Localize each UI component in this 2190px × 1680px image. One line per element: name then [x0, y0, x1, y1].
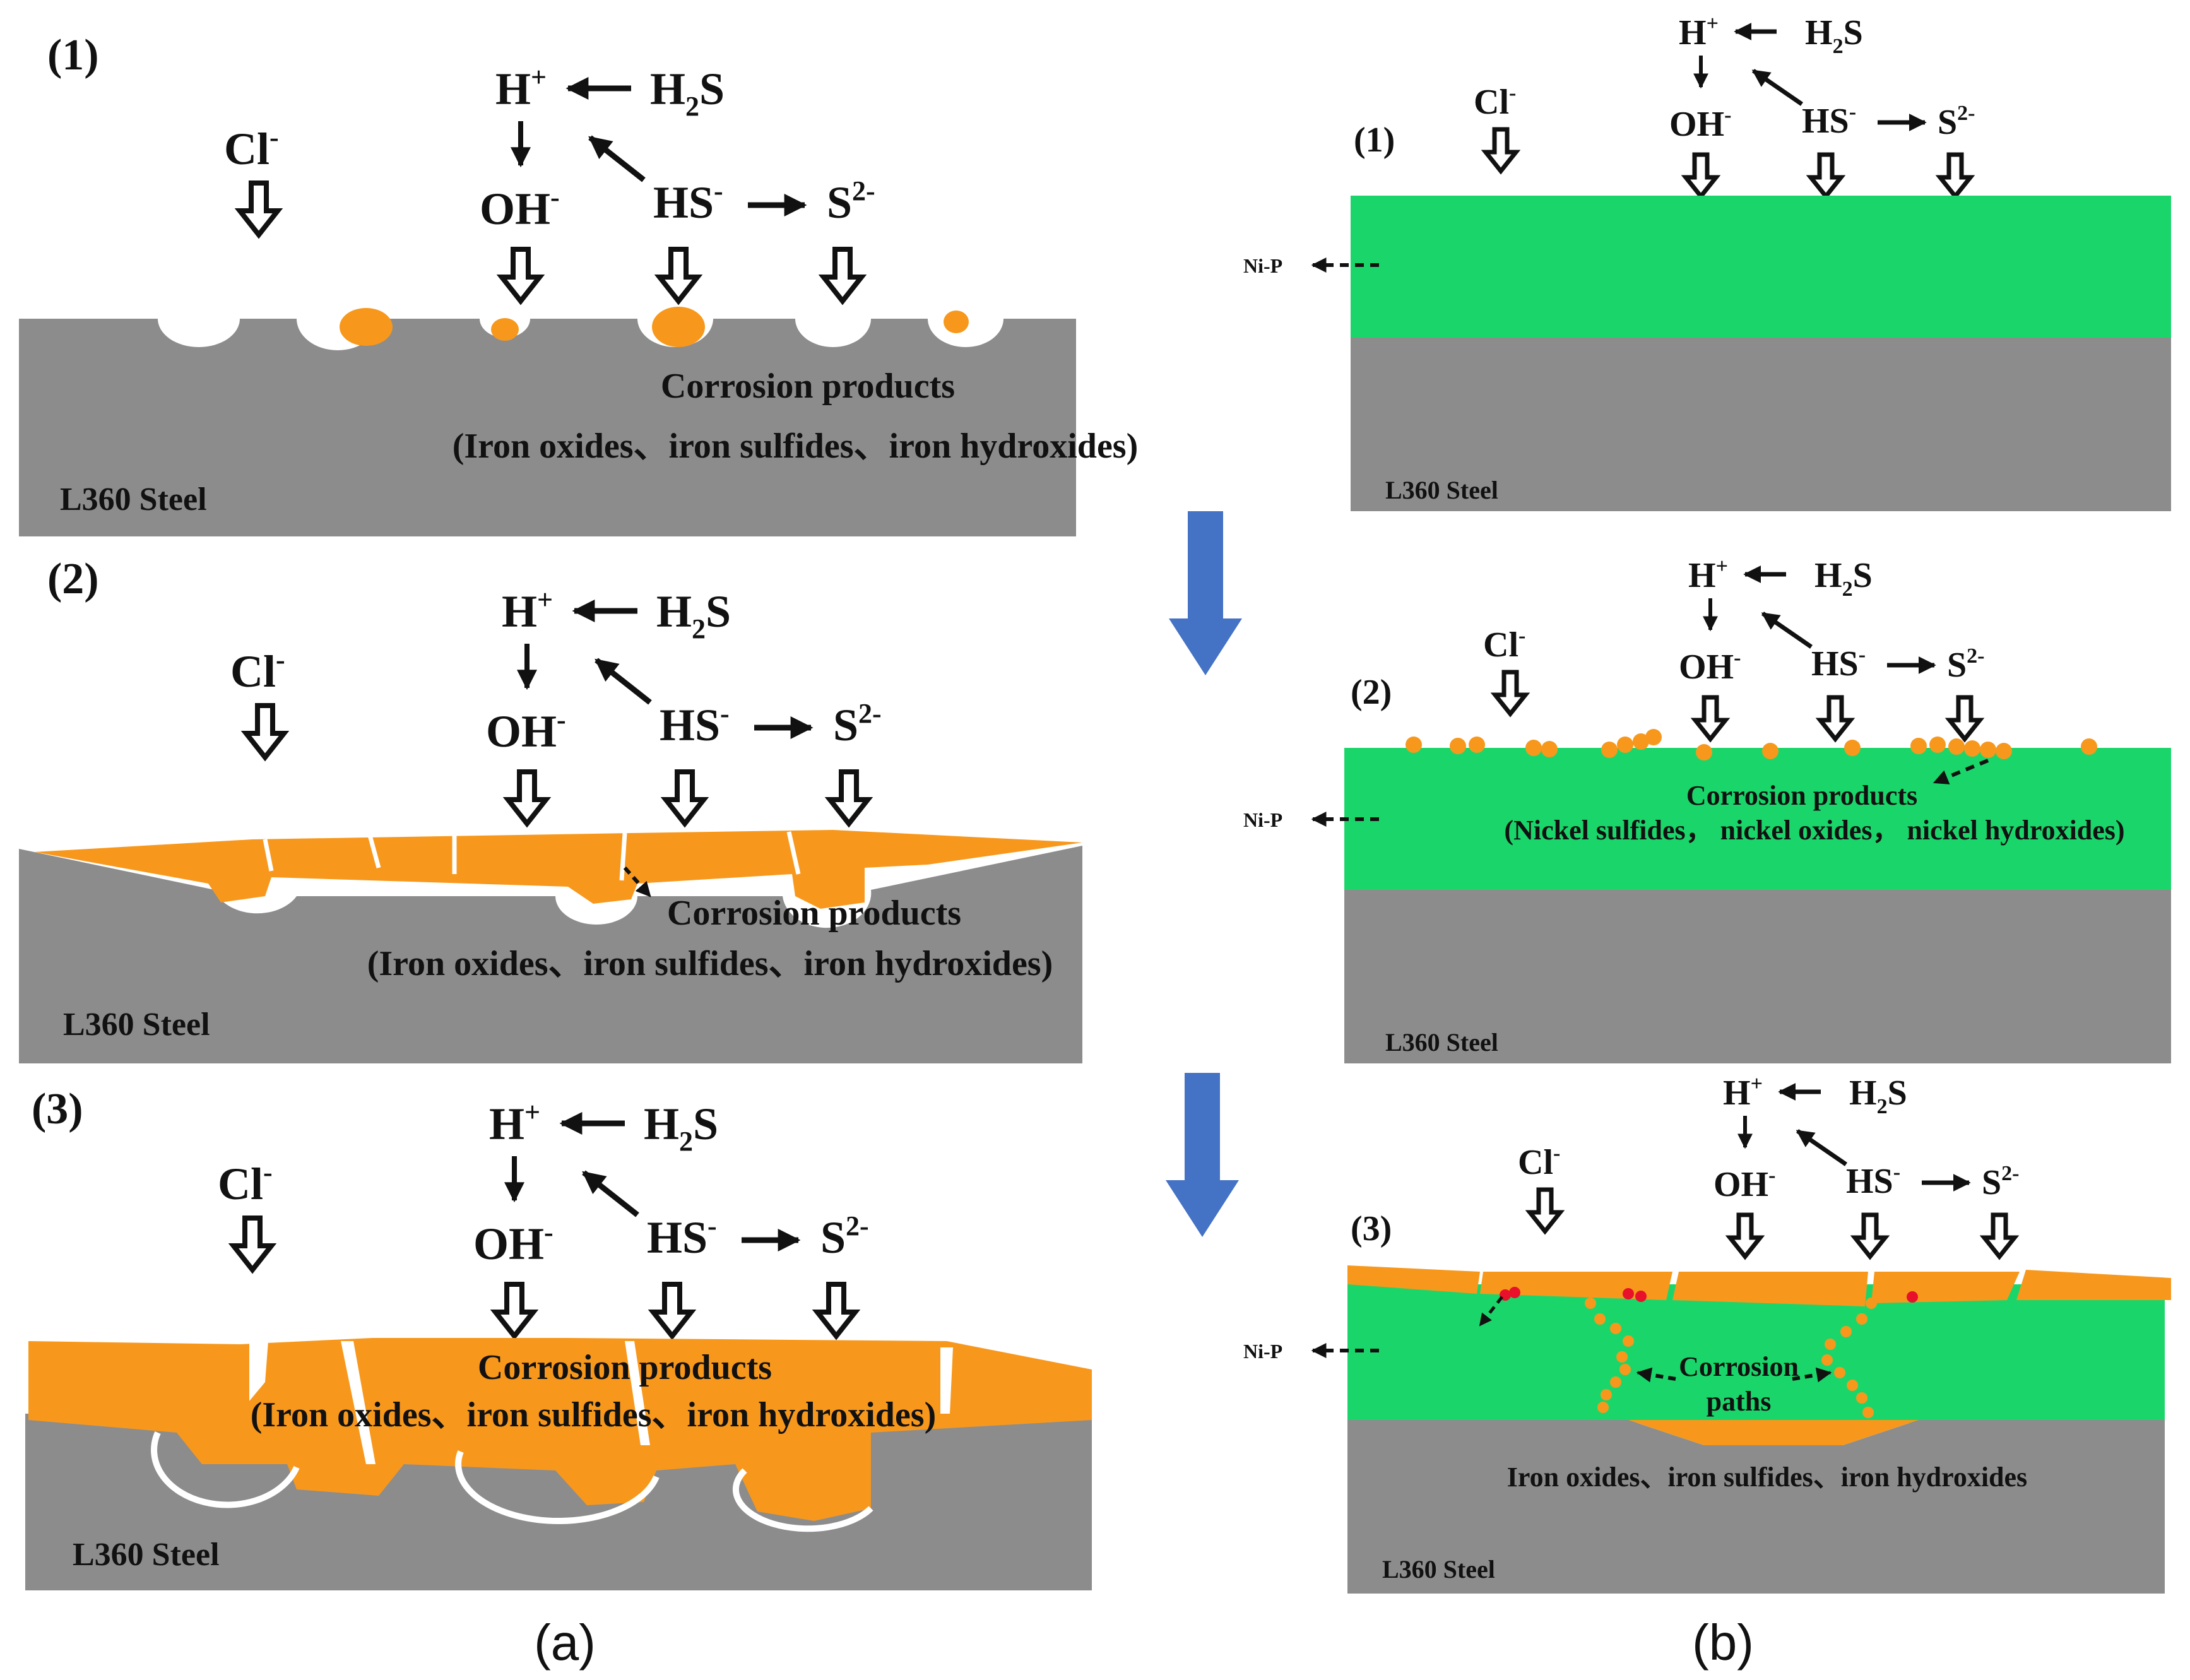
nip-coating-b2 — [1344, 748, 2171, 890]
steel-block-a3 — [25, 1338, 1092, 1590]
hs-attack-arrow — [660, 249, 697, 301]
oh-minus: OH- — [480, 182, 560, 234]
product-blob — [652, 307, 705, 347]
s-2minus: S2- — [827, 175, 875, 228]
nip-label-b3: Ni-P — [1243, 1340, 1282, 1363]
s-2minus: S2- — [1938, 102, 1975, 142]
reaction-cluster-a1: H+ H2S OH- HS- S2- Cl- — [224, 62, 875, 301]
red-particles — [1500, 1287, 1918, 1303]
oh-attack-arrow — [1686, 155, 1716, 196]
nip-label-b2: Ni-P — [1243, 808, 1282, 831]
products-pointer-b2 — [1933, 759, 1989, 784]
step-label-b2: (2) — [1351, 673, 1392, 712]
iron-products-label-b3: Iron oxides、iron sulfides、iron hydroxide… — [1507, 1462, 2027, 1493]
products-detail-a2: (Iron oxides、iron sulfides、iron hydroxid… — [367, 944, 1053, 983]
nip-coating-b3 — [1347, 1284, 2165, 1423]
substrate-label-b2: L360 Steel — [1385, 1028, 1498, 1056]
product-blob — [491, 318, 519, 341]
red-particle-pointer — [1479, 1296, 1503, 1327]
hs-minus: HS- — [653, 175, 723, 228]
reaction-cluster-b2 — [1483, 555, 1984, 739]
oh-minus: OH- — [1669, 104, 1731, 144]
h-plus: H+ — [495, 62, 547, 114]
steel-block-b2 — [1344, 890, 2171, 1063]
step-label-a2: (2) — [47, 555, 99, 603]
hs-minus: HS- — [1802, 100, 1856, 141]
reaction-cluster-a3 — [218, 1097, 869, 1336]
products-detail-a1: (Iron oxides、iron sulfides、iron hydroxid… — [453, 427, 1139, 466]
products-detail-a3: (Iron oxides、iron sulfides、iron hydroxid… — [251, 1395, 937, 1435]
oh-attack-arrow — [502, 249, 540, 301]
reaction-cluster-b1: H+ H2S OH- HS- S2- Cl- — [1474, 12, 1975, 196]
cl-attack-arrow — [1486, 129, 1516, 171]
h-plus: H+ — [1679, 12, 1719, 52]
substrate-label-b3: L360 Steel — [1382, 1555, 1495, 1583]
flow-arrow-2 — [1166, 1073, 1239, 1237]
steel-block-a1 — [19, 307, 1076, 536]
reaction-cluster-a2 — [230, 584, 882, 824]
s-attack-arrow — [824, 249, 861, 301]
steel-block-a2 — [19, 830, 1082, 1063]
cl-minus: Cl- — [224, 122, 279, 174]
products-title-b2: Corrosion products — [1686, 780, 1917, 811]
products-title-a1: Corrosion products — [661, 367, 955, 406]
products-detail-b2: (Nickel sulfides， nickel oxides， nickel … — [1504, 815, 2124, 846]
product-blob — [944, 311, 969, 333]
s-attack-arrow — [1940, 155, 1970, 196]
caption-a: (a) — [534, 1614, 596, 1671]
hs-attack-arrow — [1811, 155, 1841, 196]
arrow-hs-to-h — [588, 135, 646, 182]
flow-arrow-1 — [1169, 511, 1242, 675]
product-blob — [340, 308, 393, 346]
steel-block-b1 — [1351, 338, 2171, 511]
paths-label-line2: paths — [1707, 1386, 1772, 1417]
paths-label-line1: Corrosion — [1679, 1351, 1799, 1382]
step-label-b3: (3) — [1351, 1209, 1392, 1248]
steel-block-b3 — [1347, 1420, 2165, 1594]
h2s: H2S — [1805, 13, 1863, 58]
cl-minus: Cl- — [1474, 81, 1516, 122]
substrate-label-a1: L360 Steel — [60, 482, 207, 518]
path-pointer-left — [1636, 1367, 1676, 1383]
products-title-a3: Corrosion products — [478, 1348, 772, 1387]
step-label-a1: (1) — [47, 31, 99, 80]
products-title-a2: Corrosion products — [667, 894, 961, 933]
step-label-a3: (3) — [32, 1085, 83, 1133]
nickel-product-particles — [1406, 729, 2097, 760]
substrate-label-b1: L360 Steel — [1385, 476, 1498, 504]
step-label-b1: (1) — [1354, 121, 1395, 160]
arrow-hs-to-h — [1751, 69, 1803, 106]
top-corrosion-layer-b3 — [1347, 1265, 2171, 1306]
path-pointer-right — [1792, 1367, 1832, 1383]
substrate-label-a3: L360 Steel — [73, 1537, 220, 1573]
corrosion-path-particles — [1585, 1298, 1877, 1418]
cl-attack-arrow — [240, 183, 278, 235]
iron-product-layer — [1628, 1420, 1919, 1445]
caption-b: (b) — [1692, 1614, 1754, 1671]
nip-label-b1: Ni-P — [1243, 254, 1282, 277]
reaction-cluster-b3 — [1518, 1072, 2019, 1257]
h2s: H2S — [650, 64, 725, 122]
nip-coating-b1 — [1351, 196, 2171, 338]
substrate-label-a2: L360 Steel — [63, 1007, 210, 1043]
